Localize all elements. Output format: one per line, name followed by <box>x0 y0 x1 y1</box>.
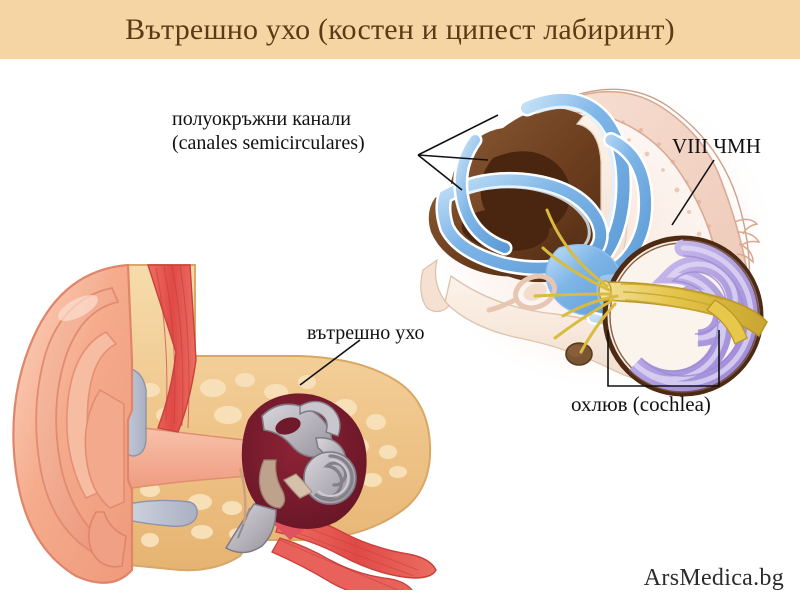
label-semicircular-line2: (canales semicirculares) <box>172 131 365 154</box>
page-title: Вътрешно ухо (костен и ципест лабиринт) <box>125 12 675 46</box>
label-inner-ear: вътрешно ухо <box>307 322 425 344</box>
cochlear-nerve-branch <box>706 299 748 345</box>
bony-membranous-labyrinth-illustration <box>420 75 780 397</box>
label-semicircular-canals: полуокръжни канали (canales semicircular… <box>172 108 365 155</box>
vessel-tuft <box>734 218 761 264</box>
ear-cross-section-illustration <box>12 263 437 590</box>
label-vestibulocochlear-nerve: VIII ЧМН <box>672 134 761 158</box>
label-cochlea: охлюв (cochlea) <box>571 392 711 416</box>
oval-window-stapes <box>486 273 557 313</box>
pinna <box>12 263 134 584</box>
header-band <box>0 0 800 59</box>
vestibulocochlear-nerve <box>533 208 768 354</box>
inner-ear-labyrinth <box>224 400 357 554</box>
muscle-fibers-upper <box>147 264 197 433</box>
cochlea-spiral-gray <box>303 451 357 505</box>
label-semicircular-line1: полуокръжни канали <box>172 108 351 130</box>
tympanic-membrane <box>238 467 247 525</box>
watermark: ArsMedica.bg <box>643 565 784 591</box>
round-window <box>565 342 593 366</box>
nerve-fibers <box>533 208 619 354</box>
